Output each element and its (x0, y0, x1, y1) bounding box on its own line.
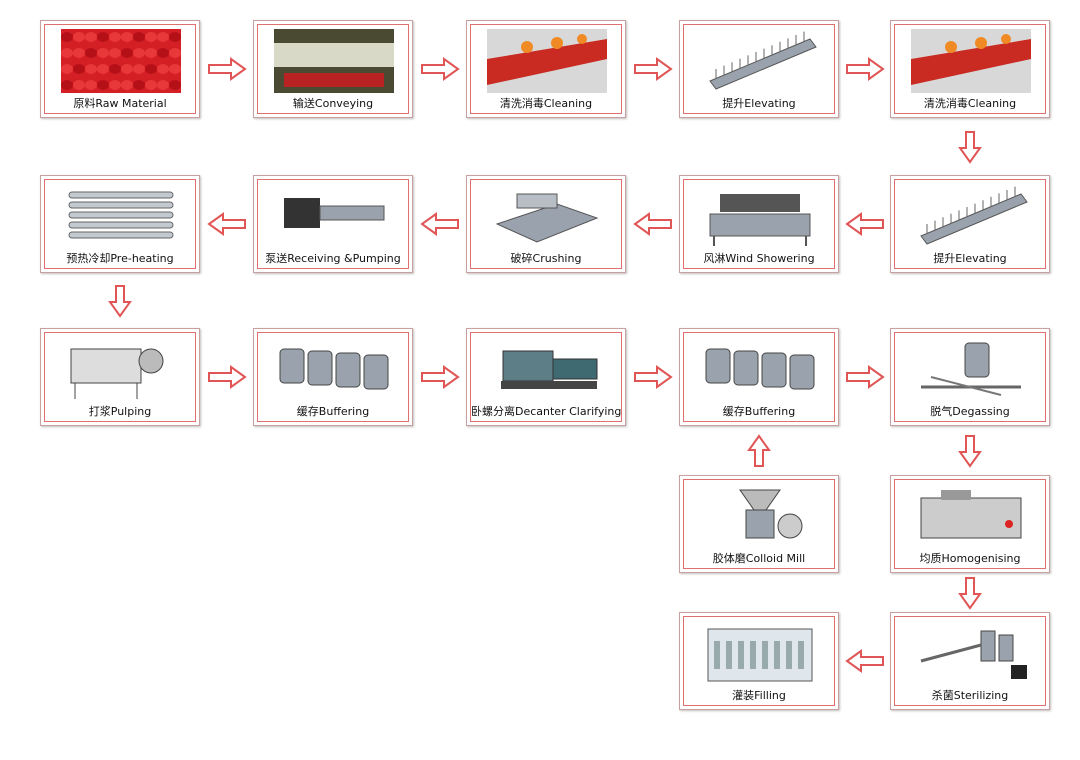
crusher-icon (495, 193, 599, 243)
degasser-icon (921, 342, 1021, 396)
wind-shower-icon (709, 194, 811, 246)
arrow-left-icon (632, 212, 672, 236)
step-label: 预热冷却Pre-heating (66, 252, 174, 265)
step-card: 卧螺分离Decanter Clarifying (466, 328, 626, 426)
arrow-up-icon (747, 433, 771, 467)
tanks-icon (279, 348, 389, 390)
step-card: 灌装Filling (679, 612, 839, 710)
homogenizer-icon (920, 490, 1022, 539)
arrow-left-icon (844, 649, 884, 673)
step-label: 缓存Buffering (296, 405, 370, 418)
step-label: 清洗消毒Cleaning (923, 97, 1017, 110)
step-card: 缓存Buffering (679, 328, 839, 426)
step-card: 均质Homogenising (890, 475, 1050, 573)
step-card: 提升Elevating (679, 20, 839, 118)
sterilizer-icon (920, 630, 1027, 679)
step-label: 打浆Pulping (88, 405, 152, 418)
arrow-down-icon (108, 284, 132, 318)
arrow-right-icon (633, 365, 673, 389)
decanter-icon (501, 350, 598, 389)
arrow-right-icon (845, 365, 885, 389)
elevator-icon (709, 31, 817, 90)
step-label: 提升Elevating (722, 97, 796, 110)
arrow-right-icon (633, 57, 673, 81)
arrow-right-icon (420, 57, 460, 81)
step-card: 清洗消毒Cleaning (466, 20, 626, 118)
arrow-right-icon (420, 365, 460, 389)
step-card: 破碎Crushing (466, 175, 626, 273)
step-label: 均质Homogenising (919, 552, 1021, 565)
step-label: 清洗消毒Cleaning (499, 97, 593, 110)
step-card: 原料Raw Material (40, 20, 200, 118)
step-label: 缓存Buffering (722, 405, 796, 418)
step-card: 杀菌Sterilizing (890, 612, 1050, 710)
step-label: 脱气Degassing (930, 405, 1010, 418)
washer-icon (487, 29, 607, 93)
arrow-left-icon (844, 212, 884, 236)
heat-exchanger-icon (68, 191, 174, 239)
pump-icon (284, 198, 385, 228)
step-label: 风淋Wind Showering (703, 252, 815, 265)
step-label: 原料Raw Material (73, 97, 167, 110)
pulper-icon (70, 348, 164, 399)
arrow-left-icon (419, 212, 459, 236)
arrow-right-icon (207, 365, 247, 389)
colloid-mill-icon (739, 489, 803, 539)
step-card: 清洗消毒Cleaning (890, 20, 1050, 118)
arrow-down-icon (958, 576, 982, 610)
step-card: 打浆Pulping (40, 328, 200, 426)
step-card: 提升Elevating (890, 175, 1050, 273)
tanks-icon (705, 348, 815, 390)
arrow-down-icon (958, 434, 982, 468)
step-card: 泵送Receiving &Pumping (253, 175, 413, 273)
elevator-icon (920, 186, 1028, 245)
step-card: 胶体磨Colloid Mill (679, 475, 839, 573)
step-label: 破碎Crushing (510, 252, 582, 265)
arrow-right-icon (207, 57, 247, 81)
step-card: 缓存Buffering (253, 328, 413, 426)
step-card: 风淋Wind Showering (679, 175, 839, 273)
step-label: 提升Elevating (933, 252, 1007, 265)
step-label: 杀菌Sterilizing (931, 689, 1009, 702)
step-label: 胶体磨Colloid Mill (712, 552, 806, 565)
step-card: 脱气Degassing (890, 328, 1050, 426)
washer-icon (911, 29, 1031, 93)
arrow-down-icon (958, 130, 982, 164)
arrow-right-icon (845, 57, 885, 81)
step-card: 预热冷却Pre-heating (40, 175, 200, 273)
step-label: 输送Conveying (292, 97, 374, 110)
step-label: 卧螺分离Decanter Clarifying (471, 405, 621, 418)
conveyor-icon (274, 29, 394, 93)
tomatoes-icon (61, 29, 181, 93)
filling-machine-icon (707, 628, 813, 682)
step-card: 输送Conveying (253, 20, 413, 118)
arrow-left-icon (206, 212, 246, 236)
step-label: 灌装Filling (732, 689, 786, 702)
step-label: 泵送Receiving &Pumping (265, 252, 401, 265)
